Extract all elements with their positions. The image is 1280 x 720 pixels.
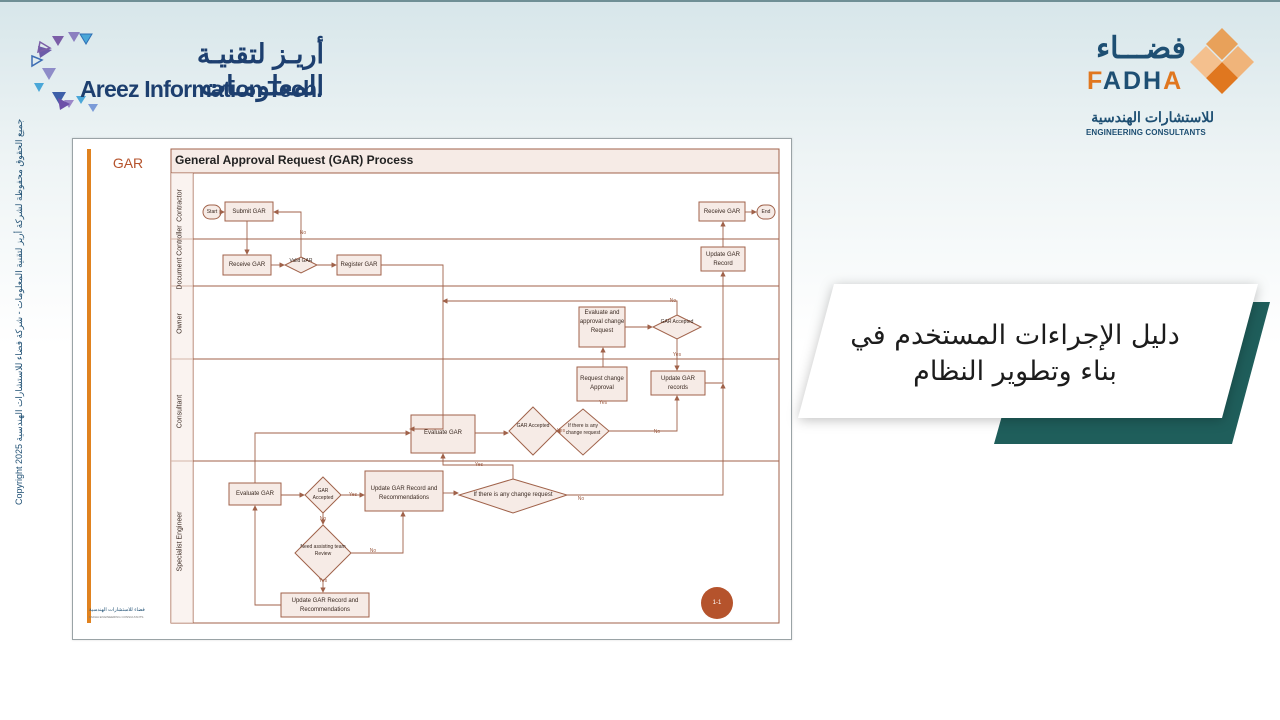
- node-end: End: [761, 209, 771, 215]
- diagram-side-label: GAR: [112, 155, 144, 171]
- page-number: 1-1: [712, 600, 722, 606]
- edge-no-se-change: No: [577, 496, 585, 502]
- node-se-update-record-2: Update GAR Record and Recommendations: [291, 598, 359, 613]
- node-se-update-record-1: Update GAR Record and Recommendations: [370, 486, 438, 501]
- node-se-gar-accepted: GAR Accepted: [312, 488, 334, 501]
- fadha-name-ar: فضـــاء: [1096, 32, 1186, 65]
- edge-yes-need-team: Yes: [318, 578, 328, 584]
- copyright-text: Copyright 2025 جميع الحقوق محفوظة لشركة …: [14, 118, 24, 505]
- node-receive-gar-dc: Receive GAR: [228, 262, 266, 268]
- node-consultant-change-request: If there is any change request: [565, 423, 601, 436]
- node-owner-gar-accepted: GAR Accepted: [660, 319, 694, 325]
- areez-name-ar: أريـز لتقنيـة المعلومـات: [196, 39, 324, 101]
- diagram-canvas: [87, 148, 780, 624]
- node-valid-gar: Valid GAR: [289, 258, 313, 264]
- diamonds-icon: [1190, 28, 1254, 94]
- edge-yes-se-accepted: Yes: [348, 492, 358, 498]
- lane-specialist-engineer: Specialist Engineer: [176, 511, 184, 572]
- node-evaluate-approval: Evaluate and approval change Request: [579, 310, 625, 334]
- gar-process-diagram: GAR General Approval Request (GAR) Proce…: [72, 138, 792, 640]
- node-evaluate-gar-consultant: Evaluate GAR: [423, 430, 463, 436]
- node-start: Start: [206, 209, 218, 215]
- node-update-gar-record-dc: Update GAR Record: [705, 252, 741, 267]
- edge-yes-se-change: Yes: [474, 462, 484, 468]
- diagram-title: General Approval Request (GAR) Process: [175, 153, 414, 167]
- node-request-change-approval: Request change Approval: [580, 376, 624, 391]
- node-submit-gar: Submit GAR: [232, 209, 266, 215]
- edge-yes-owner: Yes: [672, 352, 682, 358]
- node-need-team-review: Need assisting team Review: [300, 544, 346, 557]
- edge-yes-change: Yes: [598, 400, 608, 406]
- node-update-gar-records: Update GAR records: [660, 376, 696, 391]
- node-receive-gar-contractor: Receive GAR: [703, 209, 741, 215]
- fadha-logo: فضـــاء FADHA للاستشارات الهندسية ENGINE…: [1078, 26, 1258, 141]
- areez-logo: أريـز لتقنيـة المعلومـات Areez Informati…: [30, 28, 324, 118]
- edge-yes-consultant: Yes: [556, 428, 566, 434]
- areez-name-en: Areez Information Tech.: [80, 76, 323, 102]
- fadha-subtitle-en: ENGINEERING CONSULTANTS: [1086, 128, 1206, 137]
- orange-side-bar: [87, 149, 91, 623]
- page-number-badge: [701, 587, 733, 619]
- footer-logo-ar: فضاء للاستشارات الهندسية: [89, 607, 145, 613]
- node-evaluate-gar-se: Evaluate GAR: [235, 491, 275, 497]
- fadha-name-en: FADHA: [1087, 67, 1184, 95]
- lane-owner: Owner: [176, 313, 184, 334]
- top-border-line: [0, 0, 1280, 2]
- triangles-icon: [31, 32, 98, 112]
- node-se-change-request: If there is any change request: [473, 492, 553, 498]
- fadha-subtitle-ar: للاستشارات الهندسية: [1091, 109, 1214, 125]
- edge-no-consultant: No: [653, 429, 661, 435]
- node-register-gar: Register GAR: [340, 262, 378, 268]
- edge-no-need-team: No: [369, 548, 377, 554]
- node-consultant-gar-accepted: GAR Accepted: [516, 423, 550, 429]
- slide-title: دليل الإجراءات المستخدم في بناء وتطوير ا…: [850, 320, 1180, 387]
- lane-consultant: Consultant: [176, 394, 184, 429]
- edge-no-valid: No: [299, 230, 307, 236]
- edge-no-owner: No: [669, 298, 677, 304]
- edge-no-se-accepted: No: [319, 516, 327, 522]
- footer-logo-en: FADHA ENGINEERING CONSULTANTS: [89, 615, 144, 619]
